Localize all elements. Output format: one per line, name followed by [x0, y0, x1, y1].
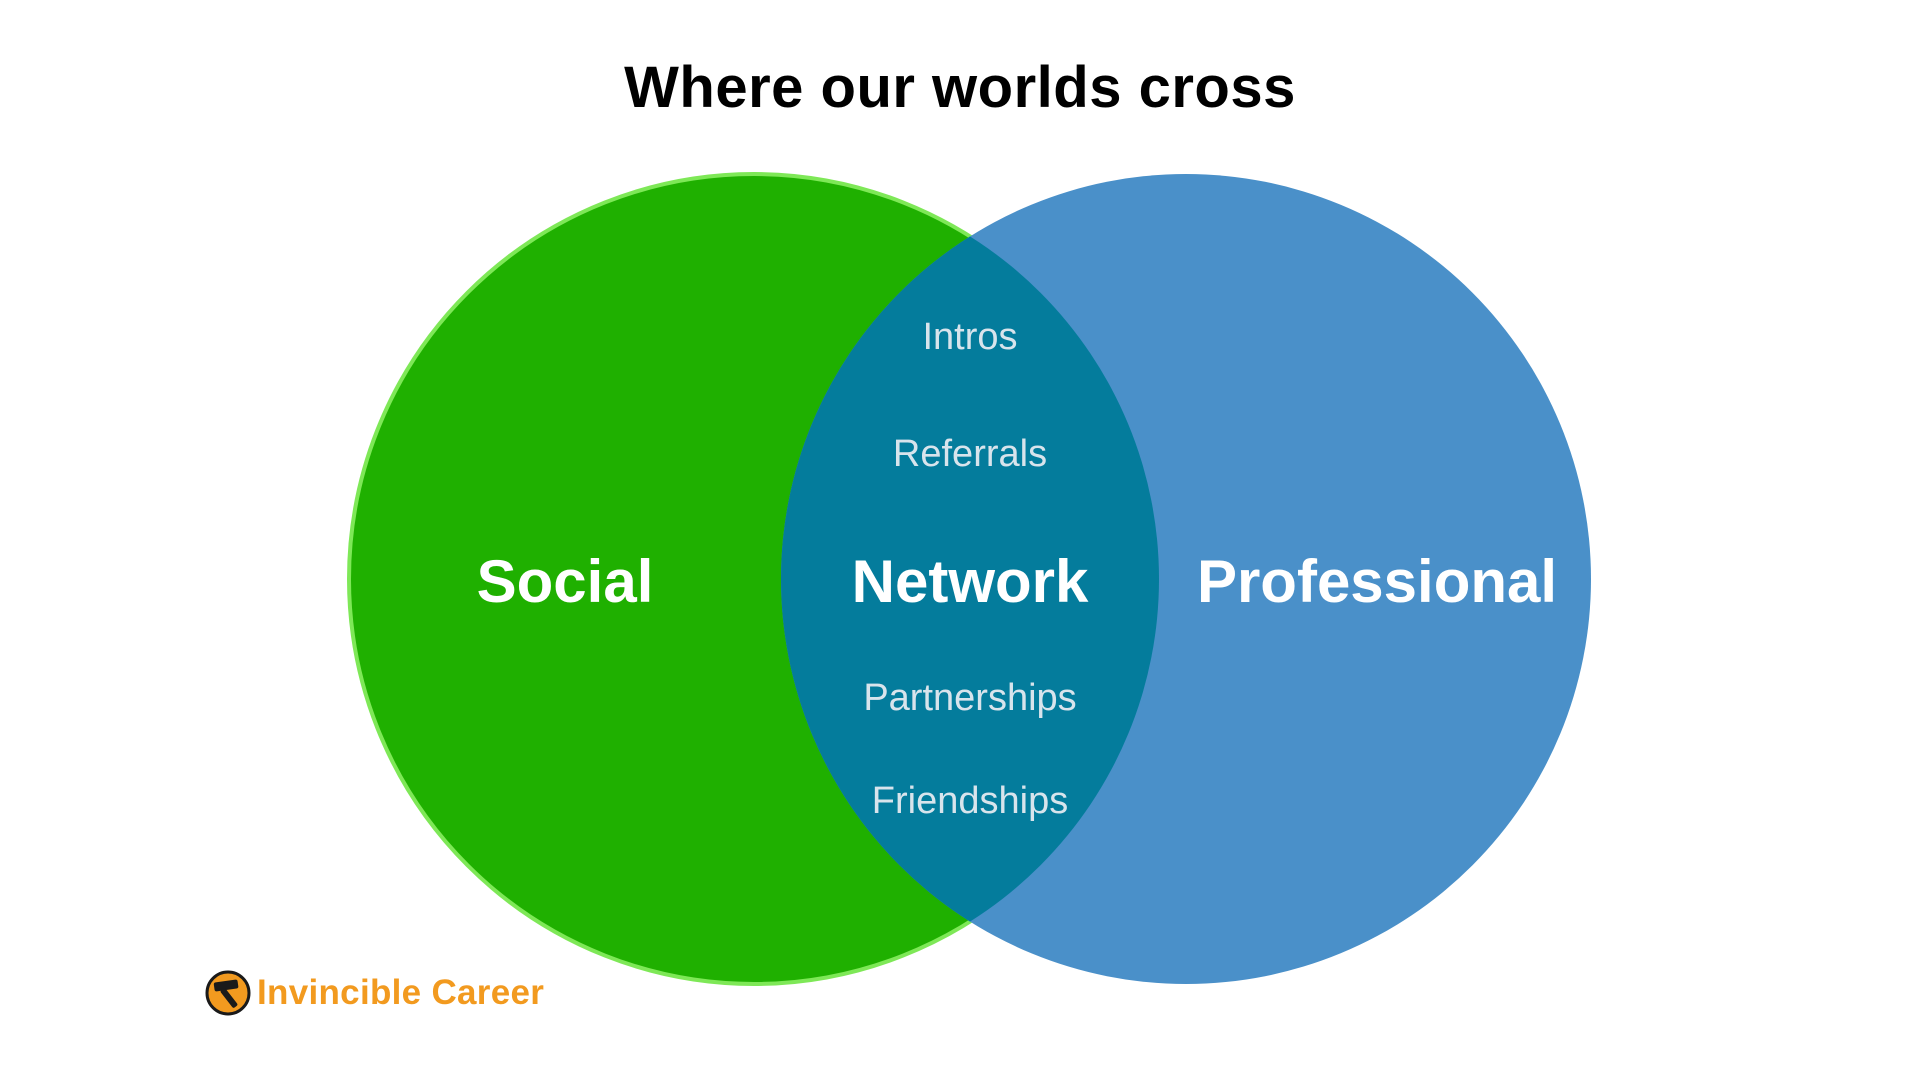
overlap-item-partnerships: Partnerships [863, 677, 1076, 719]
network-label: Network [852, 548, 1089, 615]
overlap-item-intros: Intros [922, 316, 1017, 358]
brand-logo: Invincible Career [205, 970, 544, 1016]
social-label: Social [477, 548, 654, 615]
page-title: Where our worlds cross [624, 55, 1296, 120]
brand-name: Invincible Career [257, 973, 545, 1012]
overlap-item-referrals: Referrals [893, 433, 1047, 475]
professional-label: Professional [1197, 548, 1557, 615]
overlap-item-friendships: Friendships [872, 780, 1068, 822]
hammer-badge-icon [205, 970, 251, 1016]
network-overlap [781, 174, 1159, 984]
